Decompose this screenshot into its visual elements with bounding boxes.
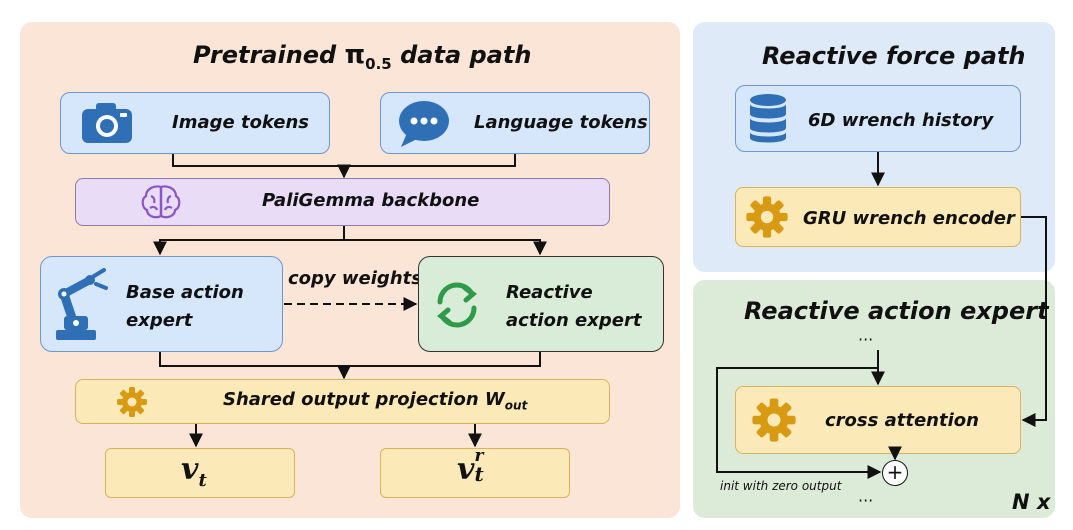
- residual-wire: [716, 367, 882, 479]
- wrench-history-label: 6D wrench history: [808, 110, 994, 131]
- plus-circle: +: [882, 460, 908, 486]
- wrench-history-box: [735, 85, 1021, 152]
- gru-encoder-box: [735, 187, 1021, 247]
- backbone-to-reactive-arrow: [344, 239, 547, 256]
- image-to-backbone-wire: [172, 154, 516, 167]
- reactive-action-expert-box: [418, 256, 664, 352]
- camera-icon: [80, 101, 134, 145]
- plus-sign: +: [886, 460, 904, 484]
- shared-output-projection-box: [75, 379, 610, 424]
- output-vtr-label: v r t: [457, 446, 484, 487]
- projection-label: Shared output projection Wout: [223, 389, 528, 413]
- robot-arm-icon: [50, 266, 112, 342]
- base-expert-label-line1: Base action: [126, 282, 244, 303]
- gear-icon: [116, 386, 148, 418]
- output-vtr-box: [380, 448, 570, 498]
- reactive-expert-label-line1: Reactive: [506, 282, 593, 303]
- output-vt-label: vt: [181, 452, 207, 491]
- experts-to-projection-wire: [159, 352, 541, 367]
- force-path-title: Reactive force path: [762, 42, 1026, 70]
- chat-bubble-icon: [397, 99, 451, 149]
- ellipsis-bottom: ···: [858, 491, 874, 510]
- output-vt-box: [105, 448, 295, 498]
- gru-to-cross-attention-wire: [1021, 216, 1047, 427]
- repeat-label: N x: [1012, 490, 1051, 514]
- gru-encoder-label: GRU wrench encoder: [803, 208, 1015, 229]
- backbone-label: PaliGemma backbone: [262, 190, 480, 211]
- base-expert-label-line2: expert: [126, 310, 193, 331]
- backbone-to-experts-wire: [153, 226, 345, 256]
- init-zero-label: init with zero output: [720, 479, 842, 493]
- refresh-cycle-icon: [432, 280, 482, 330]
- database-icon: [749, 93, 787, 145]
- reactive-expert-label-line2: action expert: [506, 310, 642, 331]
- copy-weights-label: copy weights: [288, 268, 422, 289]
- language-tokens-label: Language tokens: [474, 112, 648, 133]
- image-tokens-label: Image tokens: [172, 112, 309, 133]
- cross-attention-label: cross attention: [825, 410, 979, 431]
- left-panel-title: Pretrained π0.5 data path: [193, 40, 532, 73]
- expert-panel-title: Reactive action expert: [744, 297, 1049, 325]
- gear-icon: [745, 195, 789, 239]
- brain-icon: [140, 184, 182, 220]
- ellipsis-top: ···: [858, 330, 874, 349]
- gear-icon: [751, 397, 797, 443]
